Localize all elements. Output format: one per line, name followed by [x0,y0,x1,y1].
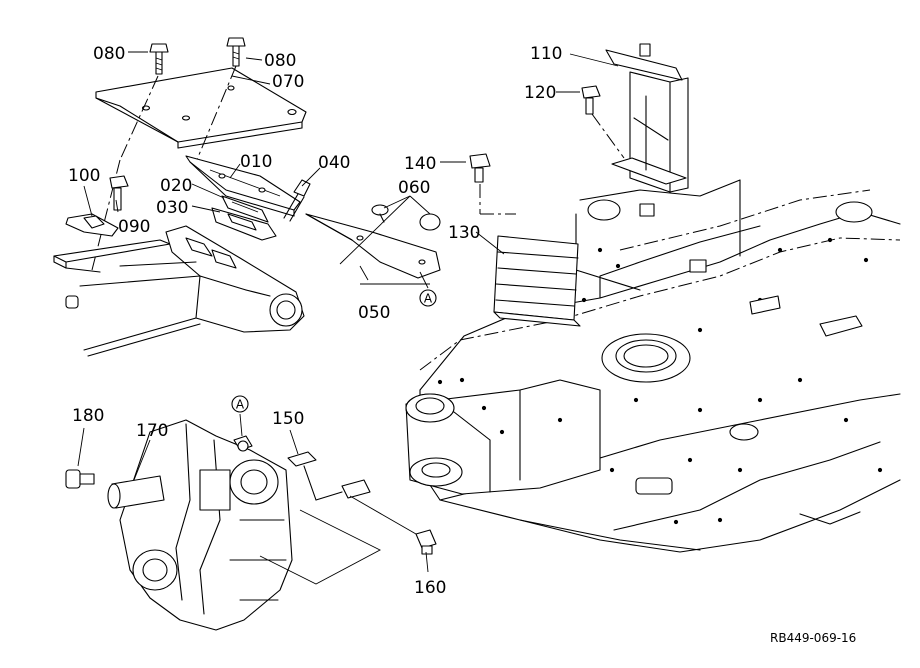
bracket-110 [605,43,689,193]
label-part-180: 180 [72,406,104,426]
step-130 [493,235,581,327]
bracket-lower [53,239,171,309]
leader-lines [77,51,619,573]
plate-030 [211,207,277,241]
bolt-080-right [226,37,246,67]
bolt-090 [109,175,129,211]
plate-010 [185,155,301,217]
swing-bracket-assembly [119,419,293,631]
callout-a-top: A [419,289,437,307]
bolt-180 [65,469,95,489]
label-part-060: 060 [398,178,430,198]
drawing-reference-code: RB449-069-16 [770,631,856,645]
label-part-120: 120 [524,83,556,103]
frame-bolt-holes [437,237,883,525]
label-part-010: 010 [240,152,272,172]
label-part-040: 040 [318,153,350,173]
label-part-030: 030 [156,198,188,218]
bolt-120 [581,85,601,115]
label-part-020: 020 [160,176,192,196]
main-frame [405,179,901,553]
plate-070 [95,67,307,149]
callout-a-bottom: A [231,395,249,413]
grommet-060-a [371,204,389,223]
spacer-020 [221,195,269,223]
bolt-080-left [149,43,169,75]
label-part-080-left: 080 [93,44,125,64]
bolt-140 [469,153,491,183]
plate-150 [287,451,371,501]
label-part-110: 110 [530,44,562,64]
label-part-090: 090 [118,217,150,237]
label-part-080-right: 080 [264,51,296,71]
label-part-130: 130 [448,223,480,243]
boom-bracket [79,225,305,357]
grommet-060-b [419,213,441,231]
label-part-140: 140 [404,154,436,174]
label-part-170: 170 [136,421,168,441]
label-part-070: 070 [272,72,304,92]
bolt-160 [415,529,437,555]
cover-050 [305,213,441,279]
bolt-040 [283,179,311,222]
swivel-ring [601,333,691,383]
label-part-050: 050 [358,303,390,323]
swing-bracket [405,379,601,495]
label-part-150: 150 [272,409,304,429]
bracket-assembly-left [53,37,441,357]
clamp-100 [65,213,119,237]
label-part-100: 100 [68,166,100,186]
callout-a-bottom-letter: A [236,398,245,412]
label-part-160: 160 [414,578,446,598]
pin-170 [107,475,165,509]
callout-a-top-letter: A [424,292,433,306]
